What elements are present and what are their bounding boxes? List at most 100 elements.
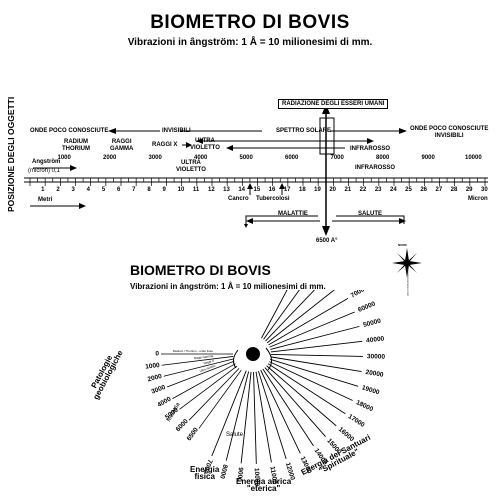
micron-tick-label: 11 [192,187,200,193]
bottom-title: BIOMETRO DI BOVIS [130,262,271,278]
left-scale-note: Radium / Thorium - onde fisse [173,349,213,353]
energia-fisica-label: Energia fisica [190,465,220,481]
fan-ray [260,370,301,454]
micron-tick-label: 17 [283,187,291,193]
malattie-label: MALATTIE [278,211,308,217]
left-scale-note: Raggi Gamma [194,354,214,360]
human-radiation-label: RADIAZIONE DEGLI ESSERI UMANI [278,99,389,109]
top-scale-diagram [24,104,488,236]
cancro-label: Cancro [228,196,249,202]
angstrom-tick-label: 3000 [148,155,162,161]
fan-ray [262,368,314,447]
fan-value-label: 8000 [218,464,228,480]
fan-value-label: 50000 [363,318,383,329]
micron-tick-label: 27 [435,187,443,193]
fan-ray [261,290,288,339]
salute-arrow [399,218,406,224]
fan-value-label: 40000 [366,335,385,344]
fan-ray [270,358,359,387]
angstrom-tick-label: 2000 [103,155,117,161]
infrarosso-top-label: INFRAROSSO [350,146,391,152]
fan-ray [253,371,257,464]
left-scale-note: Raggi X [203,359,214,365]
micron-tick-label: 1 [41,187,45,193]
micron-tick-label: 28 [450,187,458,193]
metri-label: Metri [38,197,53,203]
center-axis-bottom-arrow [322,226,330,236]
spettro-label: SPETTRO SOLARE [276,128,332,134]
fan-ray [269,361,353,401]
malattie-arrow [246,218,253,224]
ultra-violetto-bottom-label: ULTRA VIOLETTO [176,160,206,173]
fan-ray [270,353,363,357]
right-waves-line2: INVISIBILI [434,133,464,139]
salute-label: SALUTE [358,211,382,217]
radium-label: RADIUM THORIUM [62,139,90,152]
micron-tick-label: 9 [162,187,166,193]
fan-value-label: 17000 [347,413,366,429]
right-waves-label: ONDE POCO CONOSCIUTE INVISIBILI [410,126,488,140]
left-scale-note: Ultra violetto [199,363,216,373]
left-scale-ray [163,358,234,377]
left-scale-ray [198,369,242,429]
left-scale-label: 1000 [145,362,161,371]
micron-tick-label: 24 [390,187,397,193]
fan-ray [264,367,326,437]
website-label: www.bovismeter.com [406,268,410,297]
angstrom-label: Angström [32,159,61,165]
micron-tick-label: 8 [147,187,151,193]
salute-small-label: Salute [226,432,244,438]
left-scale-label: 0 [155,351,159,358]
left-scale-ray [179,365,238,410]
fan-ray [266,365,337,427]
energia-aurica-label: Energia aurica "eterica" [236,477,292,493]
angstrom-tick-label: 8000 [376,155,390,161]
fan-ray [265,290,316,342]
fan-ray [257,371,287,460]
right-waves-line1: ONDE POCO CONOSCIUTE [410,126,489,132]
compass-label: NORD [398,243,407,247]
fan-ray [263,290,300,340]
top-subtitle: Vibrazioni in ângström: 1 Å = 10 milione… [127,37,373,48]
gamma-label: RAGGI GAMMA [110,139,134,152]
micron-tick-label: 19 [314,187,321,193]
compass-rose-icon [392,248,422,278]
fan-ray [266,290,335,344]
micron-tick-label: 26 [420,187,428,193]
left-scale-ray [166,360,235,388]
left-waves-label: ONDE POCO CONOSCIUTE [30,128,109,134]
micron-tick-label: 3 [71,187,75,193]
fan-value-label: 70000 [350,290,369,300]
angstrom-tick-label: 7000 [330,155,344,161]
fan-ray [268,298,349,346]
left-scale-ray [172,363,236,399]
left-scale-ray [188,368,240,421]
fan-ray [270,325,360,350]
fan-rays [211,290,363,464]
left-scale-label: 6000 [175,418,190,434]
center-dot [246,347,260,361]
invisibili-label: INVISIBILI [162,128,191,134]
human-radiation-band [319,117,335,155]
micron-label: Micron [468,196,488,202]
fan-ray [267,363,346,415]
infrarosso-bottom-label: INFRAROSSO [355,165,396,171]
angstrom-tick-label: 4000 [194,155,208,161]
micron-tick-label: 6 [117,187,121,193]
micron-tick-label: 21 [344,187,352,193]
fan-value-label: 9000 [235,467,244,483]
fan-ray [211,370,247,457]
micron-tick-label: 20 [329,187,337,193]
fan-value-label: 11000 [268,466,278,485]
fan-ray [225,371,250,461]
angstrom-tick-label: 10000 [465,155,482,161]
fan-value-label: 30000 [367,353,386,360]
left-scale-ray [161,356,234,366]
fan-ray [270,340,363,353]
fan-ray [270,356,362,372]
micron-tick-label: 4 [86,187,90,193]
raggix-label: RAGGI X [152,142,178,148]
fan-value-label: 10000 [253,468,261,487]
